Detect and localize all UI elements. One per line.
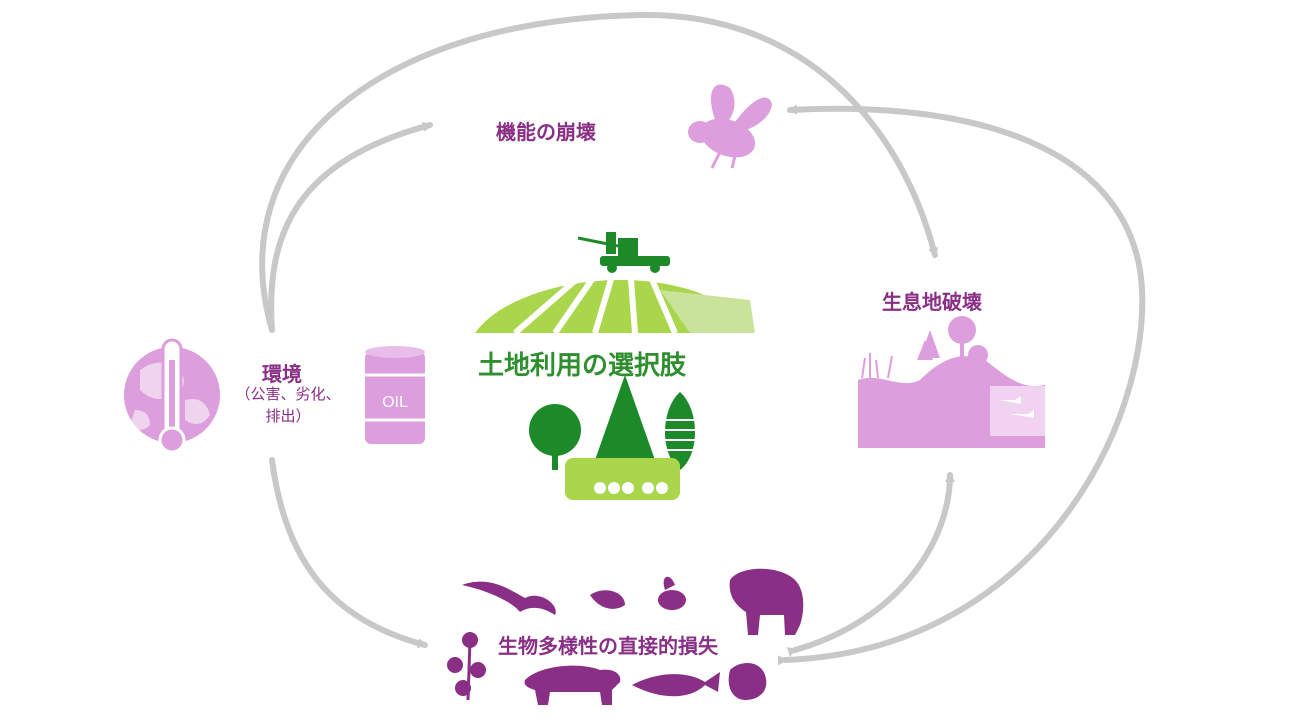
label-environment-sub1: （公害、劣化、 bbox=[235, 385, 341, 403]
bee-small-icon bbox=[658, 576, 686, 610]
globe-thermometer-icon bbox=[124, 338, 220, 454]
label-environment-sub2: 排出） bbox=[265, 407, 311, 425]
oil-text: OIL bbox=[382, 394, 408, 411]
habitat-landscape-icon bbox=[858, 316, 1045, 448]
bee-icon bbox=[688, 84, 772, 169]
arrow-habitat-biodiv bbox=[786, 472, 955, 657]
arrow-right-loop bbox=[777, 104, 1146, 666]
arrow-env-to-collapse bbox=[268, 121, 433, 333]
arrows bbox=[259, 11, 1146, 666]
field-illustration bbox=[475, 265, 755, 336]
forest-icon bbox=[529, 375, 696, 500]
animals-group bbox=[447, 568, 804, 705]
arrow-big-loop bbox=[259, 11, 939, 333]
harvester-icon bbox=[577, 232, 670, 273]
elephant-icon bbox=[729, 568, 804, 635]
shrimp-icon bbox=[590, 590, 625, 609]
label-biodiversity: 生物多様性の直接的損失 bbox=[498, 634, 718, 658]
label-habitat: 生息地破壊 bbox=[882, 290, 982, 314]
fish-icon bbox=[632, 672, 720, 697]
flower-icon bbox=[447, 632, 486, 701]
label-collapse: 機能の崩壊 bbox=[496, 120, 596, 144]
arrow-env-to-biodiv bbox=[269, 457, 428, 649]
frog-icon bbox=[728, 663, 767, 700]
label-environment: 環境 bbox=[262, 362, 302, 386]
bird-icon bbox=[462, 581, 556, 615]
label-center: 土地利用の選択肢 bbox=[478, 351, 687, 381]
oil-barrel-icon: OIL bbox=[365, 346, 425, 444]
tiger-icon bbox=[524, 665, 621, 705]
